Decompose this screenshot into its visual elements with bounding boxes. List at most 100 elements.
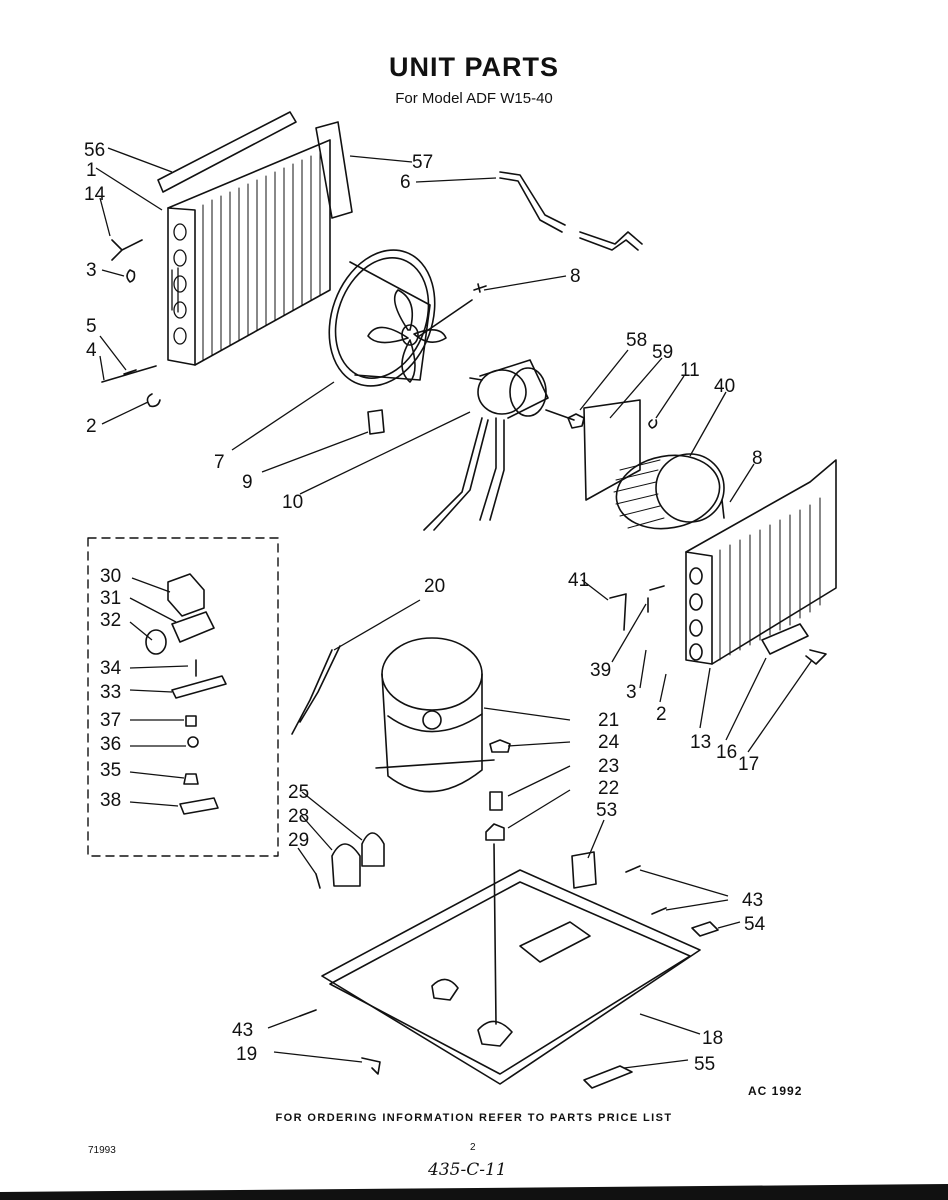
part-25-bracket [361, 832, 385, 867]
callout-22: 22 [598, 778, 619, 799]
page-number: 2 [470, 1142, 476, 1153]
callout-19: 19 [236, 1044, 257, 1065]
part-33-bracket [171, 675, 227, 699]
evaporator-coil [685, 459, 837, 665]
part-23-sleeve [489, 791, 503, 811]
callout-11: 11 [680, 360, 700, 381]
fan-shroud [328, 249, 473, 387]
callout-57: 57 [412, 152, 433, 173]
callout-17: 17 [738, 754, 759, 775]
callout-32: 32 [100, 610, 121, 631]
ac-code: AC 1992 [748, 1084, 803, 1098]
document-number: 71993 [88, 1145, 116, 1156]
callout-43: 43 [232, 1020, 253, 1041]
callout-18: 18 [702, 1028, 723, 1049]
part-16-cover [761, 623, 809, 655]
part-43-screw-c [299, 1009, 317, 1017]
part-43-screw-a [625, 865, 641, 873]
callout-43: 43 [742, 890, 763, 911]
callout-40: 40 [714, 376, 735, 397]
part-43-screw-b [651, 907, 667, 915]
part-19-clip [361, 1057, 381, 1075]
part-4-5-rod [101, 365, 157, 383]
callout-37: 37 [100, 710, 121, 731]
callout-41: 41 [568, 570, 589, 591]
callout-23: 23 [598, 756, 619, 777]
callout-55: 55 [694, 1054, 715, 1075]
part-30-relay [167, 573, 205, 617]
callout-7: 7 [214, 452, 225, 473]
part-22-mount [485, 823, 505, 841]
callout-4: 4 [86, 340, 97, 361]
callout-34: 34 [100, 658, 122, 679]
part-28-clamp [331, 843, 361, 887]
model-subtitle: For Model ADF W15-40 [395, 90, 553, 107]
part-2-clip [146, 393, 161, 408]
callout-9: 9 [242, 472, 253, 493]
callout-29: 29 [288, 830, 309, 851]
part-37-connector [185, 715, 197, 727]
callout-14: 14 [84, 184, 106, 205]
handwritten-code: 435-C-11 [428, 1160, 507, 1180]
electrical-parts-box [87, 537, 279, 857]
condenser-coil [157, 111, 353, 366]
part-3-clip [126, 269, 136, 283]
callout-33: 33 [100, 682, 121, 703]
callout-1: 1 [86, 160, 97, 181]
callout-24: 24 [598, 732, 620, 753]
callout-35: 35 [100, 760, 121, 781]
callout-5: 5 [86, 316, 97, 337]
callout-54: 54 [744, 914, 766, 935]
callout-25: 25 [288, 782, 309, 803]
callout-8: 8 [570, 266, 581, 287]
scan-edge-line [0, 1184, 948, 1200]
leader-lines [95, 147, 813, 1069]
part-9-bracket [367, 409, 385, 435]
part-20-harness [291, 645, 341, 735]
ordering-note: FOR ORDERING INFORMATION REFER TO PARTS … [275, 1112, 673, 1124]
callout-36: 36 [100, 734, 121, 755]
part-55-bracket [583, 1065, 633, 1089]
callout-31: 31 [100, 588, 121, 609]
base-pan [321, 843, 701, 1085]
callout-58: 58 [626, 330, 647, 351]
blower-wheel [583, 399, 725, 530]
part-24-grommet [489, 739, 511, 753]
callout-56: 56 [84, 140, 105, 161]
fan-motor [423, 359, 575, 531]
part-6-tube [499, 171, 566, 233]
callout-20: 20 [424, 576, 445, 597]
callout-39: 39 [590, 660, 611, 681]
part-41-tube [609, 593, 627, 631]
callout-2: 2 [86, 416, 97, 437]
callout-59: 59 [652, 342, 673, 363]
callout-30: 30 [100, 566, 121, 587]
part-36-connector [187, 736, 199, 748]
top-gasket-part [157, 111, 297, 193]
part-58-nut [567, 413, 585, 429]
callout-10: 10 [282, 492, 303, 513]
callout-6: 6 [400, 172, 411, 193]
callout-53: 53 [596, 800, 617, 821]
part-11-clip [648, 419, 658, 429]
compressor [375, 637, 495, 793]
callout-2: 2 [656, 704, 667, 725]
callout-3: 3 [86, 260, 97, 281]
part-8-screw-b [721, 499, 725, 519]
part-8-screw-a [473, 283, 487, 293]
callout-38: 38 [100, 790, 121, 811]
part-31-capacitor [171, 611, 215, 643]
part-54-clip [691, 921, 719, 937]
callout-3: 3 [626, 682, 637, 703]
part-35-terminal [183, 773, 199, 785]
side-gasket-part [315, 121, 353, 219]
callout-16: 16 [716, 742, 737, 763]
part-29-screw [315, 873, 321, 889]
callout-8: 8 [752, 448, 763, 469]
page-title: UNIT PARTS [389, 52, 559, 82]
part-14-tube [111, 239, 143, 261]
part-39-tube [647, 585, 665, 613]
part-17-clip [805, 649, 827, 665]
part-38-strap [179, 797, 219, 815]
